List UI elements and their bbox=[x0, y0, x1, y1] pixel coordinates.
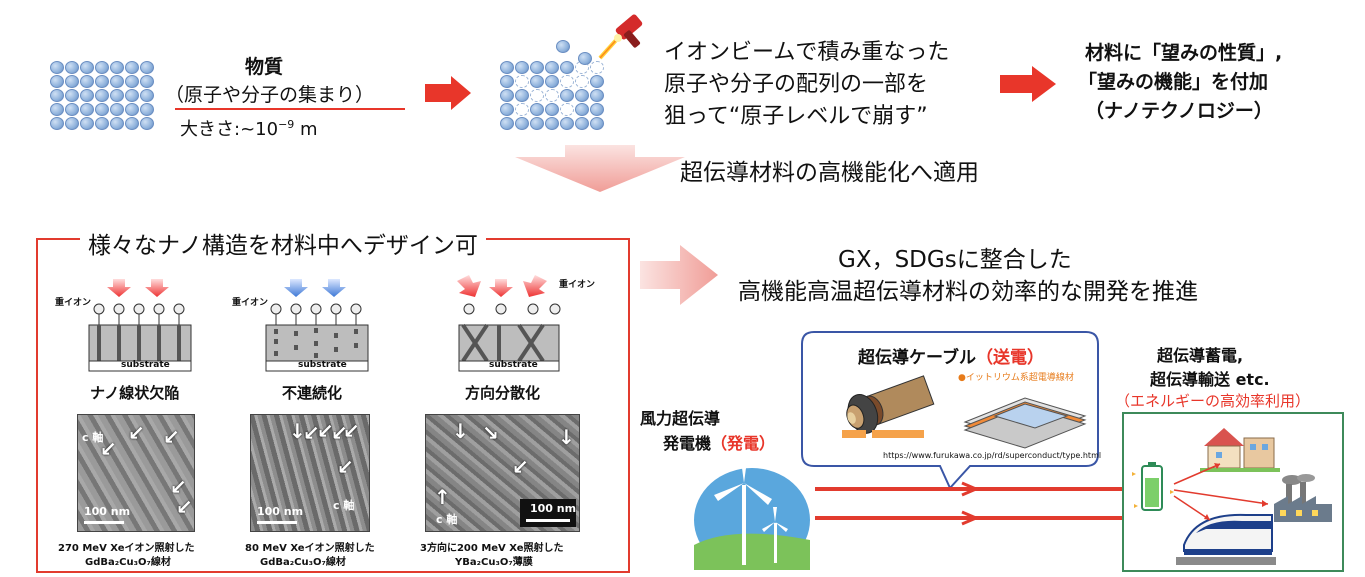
gx-text-2: 高機能高温超伝導材料の効率的な開発を推進 bbox=[738, 279, 1198, 305]
caption-2-line2: GdBa₂Cu₃O₇線材 bbox=[260, 557, 346, 568]
power-line-2 bbox=[815, 516, 1125, 520]
battery-icon bbox=[1132, 462, 1174, 511]
line-arrowhead bbox=[961, 481, 980, 497]
underline bbox=[175, 108, 405, 110]
cable-url: https://www.furukawa.co.jp/rd/supercondu… bbox=[883, 451, 1102, 460]
heavy-ion-label: 重イオン bbox=[55, 298, 92, 308]
diagram-directional: 重イオン substrate bbox=[435, 275, 605, 375]
heavy-ion-label: 重イオン bbox=[232, 298, 269, 308]
diagram-nano-line: 重イオン substrate bbox=[55, 275, 205, 375]
factory-icon bbox=[1274, 474, 1332, 522]
panel-title: 様々なナノ構造を材料中へデザイン可 bbox=[80, 226, 486, 260]
ion-text-3: 狙って“原子レベルで崩す” bbox=[664, 104, 928, 129]
gx-text-1: GX，SDGsに整合した bbox=[838, 247, 1072, 273]
house-icon bbox=[1200, 428, 1280, 472]
caption-3-line1: 3方向に200 MeV Xe照射した bbox=[420, 543, 564, 554]
power-line-1 bbox=[815, 487, 1125, 491]
wire-layers-icon bbox=[963, 397, 1087, 449]
label-nano-line: ナノ線状欠陥 bbox=[90, 384, 180, 402]
substrate-label: substrate bbox=[489, 360, 538, 370]
ion-text-1: イオンビームで積み重なった bbox=[664, 40, 950, 65]
storage-text-1: 超伝導蓄電, bbox=[1157, 346, 1244, 365]
ejected-atom bbox=[556, 40, 570, 53]
maglev-train-icon bbox=[1176, 513, 1276, 565]
flow-arrow-1 bbox=[425, 76, 471, 110]
tem-image-3: ↓ ↘ ↙ ↓ ↑ c 軸 100 nm bbox=[425, 414, 580, 532]
tem-image-2: ↓ ↙ ↙ ↙ ↙ ↙ c 軸 100 nm bbox=[250, 414, 370, 532]
cable-callout bbox=[801, 331, 1099, 490]
wind-turbine-icon bbox=[694, 453, 810, 570]
caption-3-line2: YBa₂Cu₃O₇薄膜 bbox=[455, 557, 533, 568]
substrate-label: substrate bbox=[121, 360, 170, 370]
cable-title: 超伝導ケーブル（送電） bbox=[858, 348, 1044, 368]
storage-text-2: 超伝導輸送 etc. bbox=[1150, 370, 1270, 389]
ion-text-2: 原子や分子の配列の一部を bbox=[664, 72, 929, 97]
size-label: 大きさ:~10−9 m bbox=[180, 118, 318, 140]
flow-arrow-2 bbox=[1000, 66, 1056, 102]
broken-lattice bbox=[500, 61, 604, 130]
substrate-label: substrate bbox=[298, 360, 347, 370]
caption-2-line1: 80 MeV Xeイオン照射した bbox=[245, 543, 375, 554]
wind-text-1: 風力超伝導 bbox=[640, 409, 721, 428]
tem-image-1: c 軸 ↙ ↙ ↙ ↙ ↙ 100 nm bbox=[77, 414, 195, 532]
distribution-arrows bbox=[1173, 463, 1269, 521]
yttrium-label: ●イットリウム系超電導線材 bbox=[958, 373, 1074, 383]
ion-gun-icon bbox=[598, 14, 643, 60]
storage-paren: （エネルギーの高効率利用） bbox=[1115, 392, 1311, 410]
substance-title: 物質 bbox=[245, 56, 284, 78]
result-text-3: （ナノテクノロジー） bbox=[1085, 100, 1273, 122]
heavy-ion-label: 重イオン bbox=[559, 280, 596, 290]
atom-lattice bbox=[50, 61, 154, 130]
wind-text-2: 発電機（発電） bbox=[663, 434, 776, 453]
label-directional: 方向分散化 bbox=[465, 384, 541, 402]
substance-desc: （原子や分子の集まり） bbox=[165, 84, 375, 106]
line-arrowhead bbox=[961, 510, 980, 526]
down-arrow bbox=[515, 145, 685, 192]
label-discontinuous: 不連続化 bbox=[282, 384, 343, 402]
caption-1-line1: 270 MeV Xeイオン照射した bbox=[58, 543, 195, 554]
cable-cross-section-icon bbox=[842, 375, 935, 438]
right-arrow bbox=[640, 245, 718, 305]
ejected-atom bbox=[578, 52, 592, 65]
result-text-2: 「望みの機能」を付加 bbox=[1078, 71, 1269, 93]
diagram-discontinuous: 重イオン substrate bbox=[232, 275, 382, 375]
result-text-1: 材料に「望みの性質」, bbox=[1085, 42, 1283, 64]
apply-text: 超伝導材料の高機能化へ適用 bbox=[680, 160, 979, 186]
caption-1-line2: GdBa₂Cu₃O₇線材 bbox=[85, 557, 171, 568]
